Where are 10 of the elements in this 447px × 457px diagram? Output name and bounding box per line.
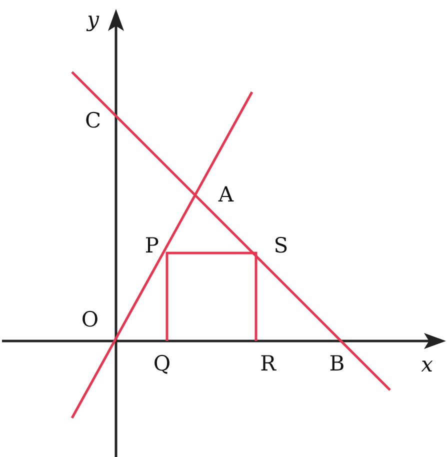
point-label: Q xyxy=(153,354,171,374)
axis-label: x xyxy=(421,354,433,376)
point-label: O xyxy=(81,310,99,330)
point-label: C xyxy=(84,110,102,132)
point-label: R xyxy=(260,354,276,374)
point-label: A xyxy=(218,184,234,206)
point-label: S xyxy=(274,236,288,256)
point-label: B xyxy=(329,354,345,374)
point-label: P xyxy=(144,236,160,256)
axis-label: y xyxy=(87,10,99,30)
